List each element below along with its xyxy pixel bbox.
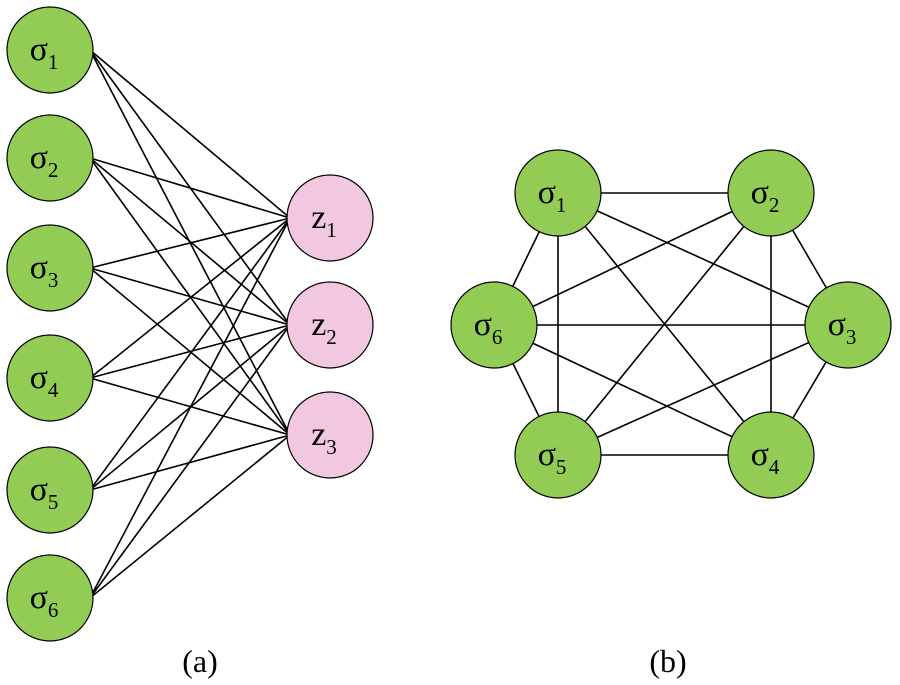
node-a-z3-label: z3 — [311, 416, 337, 459]
node-b-b5-label: σ5 — [538, 436, 567, 479]
node-a-s1: σ1 — [6, 6, 94, 94]
edge-a-s4-z1 — [89, 217, 291, 379]
edge-b-b2-b6 — [493, 192, 772, 326]
node-a-z2-circle — [286, 281, 374, 369]
edge-a-s2-z2 — [89, 157, 291, 326]
node-a-s6-circle — [6, 554, 94, 642]
edge-b-b4-b6 — [493, 324, 772, 456]
node-b-b4: σ4 — [727, 411, 815, 499]
node-b-b5: σ5 — [514, 411, 602, 499]
node-a-s5-circle — [6, 446, 94, 534]
node-a-s3: σ3 — [6, 224, 94, 312]
edge-b-b2-b5 — [557, 192, 772, 456]
panel-b-caption: (b) — [649, 643, 686, 679]
edge-a-s1-z1 — [89, 49, 291, 219]
node-b-b3-circle — [804, 281, 892, 369]
node-a-s3-label: σ3 — [30, 249, 59, 292]
edge-a-s5-z1 — [89, 217, 291, 491]
edge-a-s4-z2 — [89, 324, 291, 379]
node-b-b1-label: σ1 — [538, 174, 567, 217]
node-b-b5-circle — [514, 411, 602, 499]
panel-b-nodes: σ1 σ2 σ3 σ4 σ5 σ6 — [450, 149, 892, 499]
node-a-s5: σ5 — [6, 446, 94, 534]
node-b-b1: σ1 — [514, 149, 602, 237]
node-a-s6-label: σ6 — [30, 579, 59, 622]
edge-b-b1-b3 — [557, 192, 849, 326]
node-a-z3: z3 — [286, 391, 374, 479]
node-b-b3: σ3 — [804, 281, 892, 369]
panel-a-edges — [89, 49, 291, 599]
node-a-s3-circle — [6, 224, 94, 312]
node-a-s2-circle — [6, 114, 94, 202]
node-a-z1-label: z1 — [311, 199, 337, 242]
node-a-s4: σ4 — [6, 334, 94, 422]
node-a-s1-label: σ1 — [30, 31, 59, 74]
node-a-z1: z1 — [286, 174, 374, 262]
node-a-s2-label: σ2 — [30, 139, 59, 182]
node-a-s4-label: σ4 — [30, 359, 59, 402]
edge-b-b3-b5 — [557, 324, 849, 456]
node-a-s2: σ2 — [6, 114, 94, 202]
node-b-b2-circle — [727, 149, 815, 237]
node-a-z2-label: z2 — [311, 306, 337, 349]
edge-a-s6-z2 — [89, 324, 291, 599]
panel-a-caption: (a) — [182, 643, 218, 679]
node-b-b6-circle — [450, 281, 538, 369]
node-a-z3-circle — [286, 391, 374, 479]
node-a-s4-circle — [6, 334, 94, 422]
node-a-s1-circle — [6, 6, 94, 94]
panel-a-nodes: σ1 σ2 σ3 σ4 σ5 σ6 z1 z2 z3 — [6, 6, 374, 642]
node-b-b2-label: σ2 — [751, 174, 780, 217]
node-a-z1-circle — [286, 174, 374, 262]
node-a-s6: σ6 — [6, 554, 94, 642]
node-a-z2: z2 — [286, 281, 374, 369]
node-b-b3-label: σ3 — [828, 306, 857, 349]
node-a-s5-label: σ5 — [30, 471, 59, 514]
node-b-b6: σ6 — [450, 281, 538, 369]
edge-a-s6-z1 — [89, 217, 291, 599]
node-b-b4-circle — [727, 411, 815, 499]
node-b-b4-label: σ4 — [751, 436, 780, 479]
edge-a-s6-z3 — [89, 434, 291, 599]
node-b-b1-circle — [514, 149, 602, 237]
edge-a-s3-z1 — [89, 217, 291, 269]
node-b-b6-label: σ6 — [474, 306, 503, 349]
node-b-b2: σ2 — [727, 149, 815, 237]
edge-a-s3-z2 — [89, 267, 291, 326]
edge-a-s2-z1 — [89, 157, 291, 219]
